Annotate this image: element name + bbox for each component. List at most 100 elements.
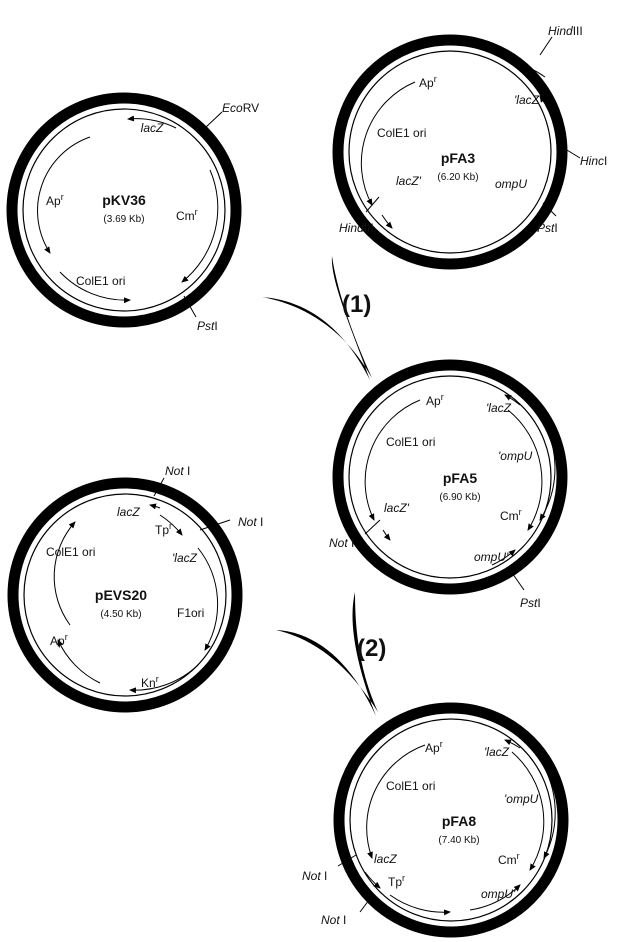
pfa5-not-tick — [364, 519, 381, 535]
pevs20-lacz1-label: lacZ — [117, 505, 140, 519]
pkv36-ap-arc — [37, 136, 91, 254]
pfa8-lacz2-arc — [364, 871, 381, 889]
pevs20-not2-tick — [199, 519, 231, 531]
pfa3-size: (6.20 Kb) — [437, 172, 478, 183]
pfa8-ompu2-label: ompU' — [481, 887, 516, 901]
pfa5-pst-label: PstI — [520, 596, 541, 610]
pfa3-backbone-outer — [332, 34, 568, 270]
pfa3-hinc-label: HincI — [580, 154, 607, 168]
pfa3-name: pFA3 — [441, 150, 475, 166]
pevs20-tp-label: Tpr — [155, 521, 172, 537]
pevs20-f1-arc — [197, 547, 219, 651]
step-1-label: (1) — [342, 291, 371, 318]
pfa5-ap-arc — [364, 399, 421, 521]
pkv36-cm-label: Cmr — [176, 207, 198, 223]
pfa5-lacz1-arc — [504, 394, 521, 406]
step-1-arrow: (1) — [262, 256, 372, 380]
pfa8-not1-tick — [337, 854, 357, 867]
pfa5-size: (6.90 Kb) — [439, 492, 480, 503]
pevs20-kn-arc — [129, 664, 199, 694]
pevs20-not2-label: Not I — [238, 515, 263, 529]
pfa5-ompu1-label: 'ompU — [498, 449, 533, 463]
pfa5-ompu2-arc — [491, 549, 516, 566]
pevs20-ap-label: Apr — [50, 632, 68, 648]
pfa3-backbone-inner — [348, 50, 552, 254]
pfa3-lacz2-arc — [381, 214, 393, 229]
pfa8-backbone-inner — [349, 718, 553, 922]
pkv36-pst-label: PstI — [197, 319, 218, 333]
pevs20-not1-label: Not I — [165, 464, 190, 478]
plasmid-pfa5: pFA5 (6.90 Kb) Apr 'lacZ ColE1 ori 'ompU… — [329, 359, 568, 610]
pfa8-tp-arc — [389, 894, 451, 916]
pkv36-pst-tick — [183, 295, 197, 318]
pfa5-cm-label: Cmr — [500, 507, 522, 523]
pfa3-lacz1-arc — [511, 60, 546, 78]
pfa8-not2-label: Not I — [321, 913, 346, 927]
pfa5-lacz2-label: lacZ' — [384, 501, 410, 515]
pevs20-lacz2-label: 'lacZ — [172, 551, 198, 565]
pkv36-lacz-label: lacZ — [141, 121, 164, 135]
pfa5-lacz2-arc — [382, 529, 391, 541]
pfa5-ompu2-label: ompU' — [474, 550, 509, 564]
pfa3-lacz1-label: 'lacZ — [514, 93, 540, 107]
pfa3-hindiii-bot-tick — [365, 196, 380, 213]
pfa8-size: (7.40 Kb) — [438, 835, 479, 846]
pevs20-backbone-outer — [7, 477, 243, 713]
pevs20-ap-arc — [57, 639, 101, 684]
pkv36-backbone-inner — [22, 108, 226, 312]
pkv36-name: pKV36 — [102, 192, 146, 208]
pevs20-size: (4.50 Kb) — [100, 609, 141, 620]
plasmid-pkv36: pKV36 (3.69 Kb) lacZ Apr Cmr ColE1 ori E… — [6, 92, 259, 333]
pfa5-not-label: Not I — [329, 536, 354, 550]
pevs20-kn-label: Knr — [141, 674, 159, 690]
pfa5-pst-tick — [509, 569, 525, 591]
pkv36-colei-arc — [59, 271, 131, 304]
pfa3-pst-tick — [542, 202, 557, 217]
pfa8-ompu2-arc — [469, 884, 521, 911]
pfa8-ompu1-label: 'ompU — [504, 792, 539, 806]
pkv36-cm-arc — [181, 169, 219, 283]
pfa8-lacz1-arc — [504, 739, 521, 749]
plasmid-pfa8: pFA8 (7.40 Kb) Apr 'lacZ ColE1 ori 'ompU… — [302, 702, 569, 938]
pkv36-ecorv-label: EcoRV — [222, 101, 259, 115]
pkv36-size: (3.69 Kb) — [103, 214, 144, 225]
pfa8-ompu1-arc — [511, 751, 545, 871]
pfa8-lacz2-label: lacZ — [374, 852, 397, 866]
pfa8-cm-label: Cmr — [498, 851, 520, 867]
pfa3-ap-arc — [360, 81, 416, 206]
pfa3-ap-label: Apr — [419, 74, 437, 90]
pevs20-colei-arc — [53, 521, 76, 626]
pevs20-tp-arc — [159, 514, 183, 536]
step-2-label: (2) — [357, 635, 386, 662]
pfa5-ompu1-arc — [507, 409, 543, 531]
pfa3-hinc-tick — [561, 146, 581, 159]
pfa5-cm-arc — [535, 409, 556, 521]
pfa3-lacz2-label: lacZ' — [396, 174, 422, 188]
step-2-swoosh — [276, 592, 378, 716]
pevs20-lacz1-arc — [149, 503, 161, 510]
pfa3-ompu-label: ompU — [495, 177, 527, 191]
pevs20-f1-label: F1ori — [177, 606, 204, 620]
pkv36-ap-label: Apr — [46, 192, 64, 208]
pfa5-lacz1-label: 'lacZ — [486, 401, 512, 415]
pfa5-colei-label: ColE1 ori — [386, 435, 435, 449]
pkv36-ecorv-tick — [204, 111, 223, 129]
pfa8-backbone-outer — [333, 702, 569, 938]
pfa8-lacz1-label: 'lacZ — [484, 745, 510, 759]
plasmid-pevs20: pEVS20 (4.50 Kb) lacZ Tpr ColE1 ori 'lac… — [7, 464, 263, 713]
pkv36-colei-label: ColE1 ori — [76, 274, 125, 288]
pevs20-backbone-inner — [23, 493, 227, 697]
pkv36-backbone-outer — [6, 92, 242, 328]
pfa8-cm-arc — [539, 759, 556, 859]
pfa3-hindiii-top-tick — [539, 36, 553, 56]
pevs20-not1-tick — [153, 477, 165, 497]
pfa5-backbone-outer — [332, 359, 568, 595]
pfa8-not1-label: Not I — [302, 869, 327, 883]
pevs20-name: pEVS20 — [95, 587, 147, 603]
pevs20-colei-label: ColE1 ori — [46, 545, 95, 559]
pfa8-not2-tick — [359, 895, 373, 913]
pfa3-ompu-arc — [539, 95, 559, 201]
pfa5-backbone-inner — [348, 375, 552, 579]
